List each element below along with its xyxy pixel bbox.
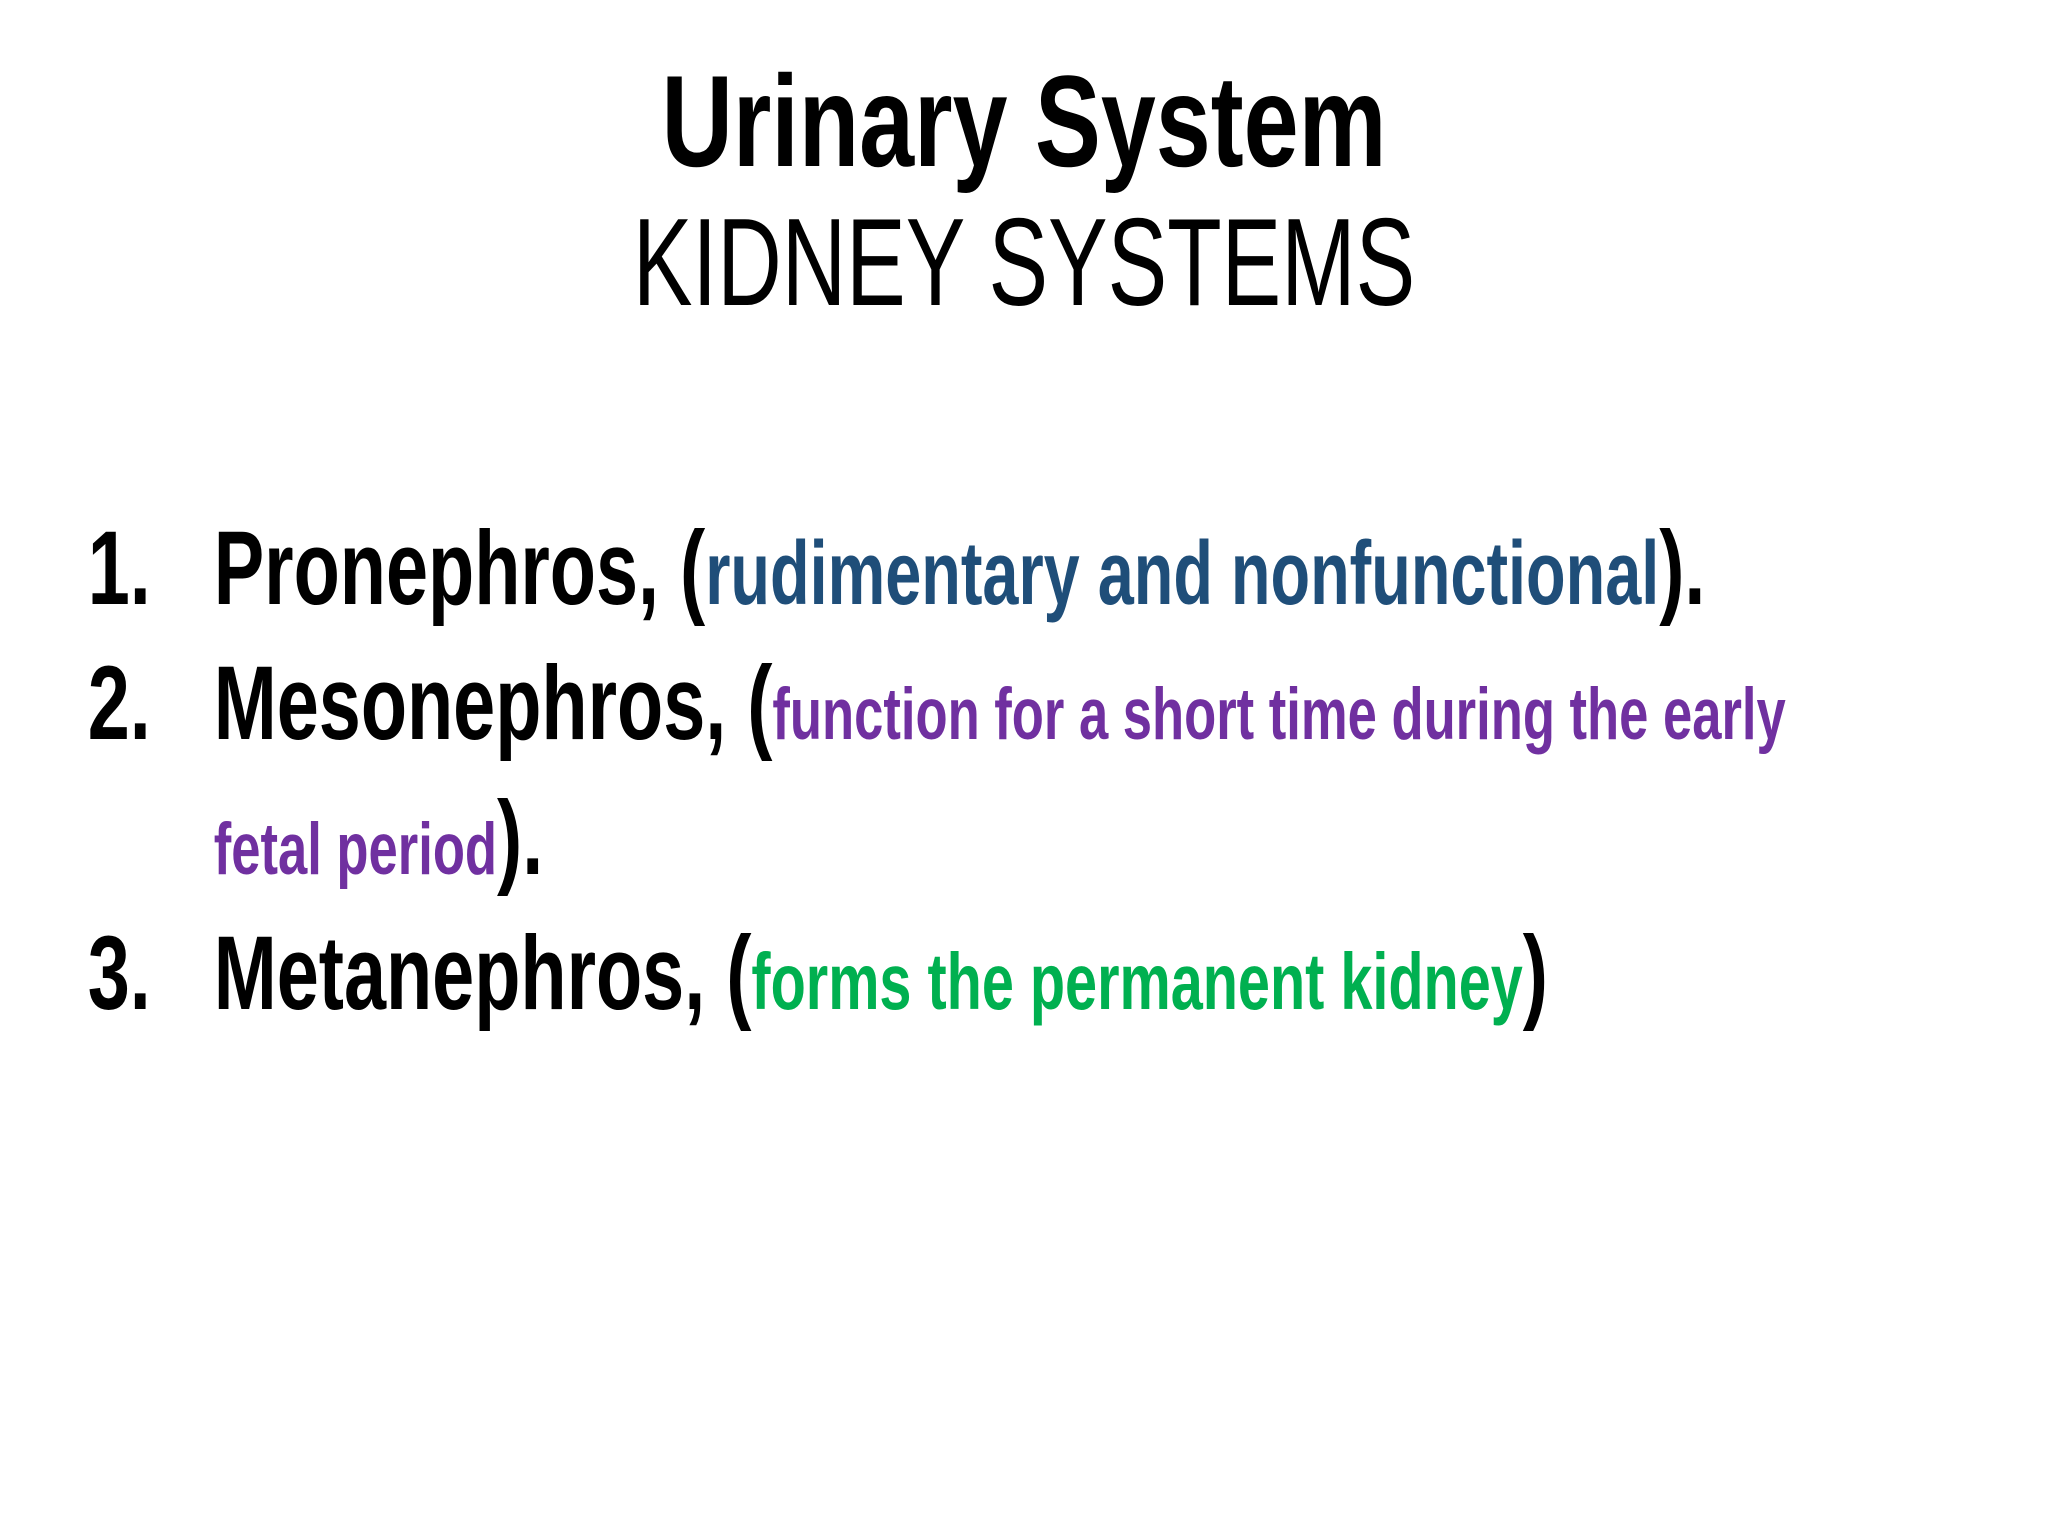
title-line-1: Urinary System: [661, 48, 1387, 194]
item-3-detail: forms the permanent kidney: [751, 937, 1523, 1026]
list-item-2-line-1: 2. Mesonephros, (function for a short tim…: [64, 636, 1786, 771]
item-1-lead: Pronephros, (: [213, 510, 706, 627]
list-item-2-line-2: fetal period).: [64, 771, 1492, 906]
item-3-number: 3.: [87, 915, 151, 1032]
slide-title: Urinary System KIDNEY SYSTEMS: [0, 0, 2048, 331]
item-2-number: 2.: [87, 645, 151, 762]
item-1-close: ).: [1659, 510, 1706, 627]
item-1-detail: rudimentary and nonfunctional: [705, 524, 1660, 624]
item-2-detail-line-2: fetal period: [213, 809, 498, 890]
list-item-3: 3. Metanephros, (forms the permanent kidn…: [64, 906, 1548, 1041]
item-2-lead: Mesonephros, (: [213, 645, 773, 762]
item-2-detail-line-1: function for a short time during the ear…: [772, 674, 1786, 755]
list-item-1: 1. Pronephros, (rudimentary and nonfuncti…: [64, 501, 1706, 636]
title-line-2: KIDNEY SYSTEMS: [632, 194, 1416, 332]
item-1-number: 1.: [87, 510, 151, 627]
kidney-systems-list: 1. Pronephros, (rudimentary and nonfuncti…: [0, 501, 2048, 1041]
item-3-lead: Metanephros, (: [213, 915, 752, 1032]
item-2-close: ).: [497, 780, 544, 897]
item-3-close: ): [1522, 915, 1548, 1032]
